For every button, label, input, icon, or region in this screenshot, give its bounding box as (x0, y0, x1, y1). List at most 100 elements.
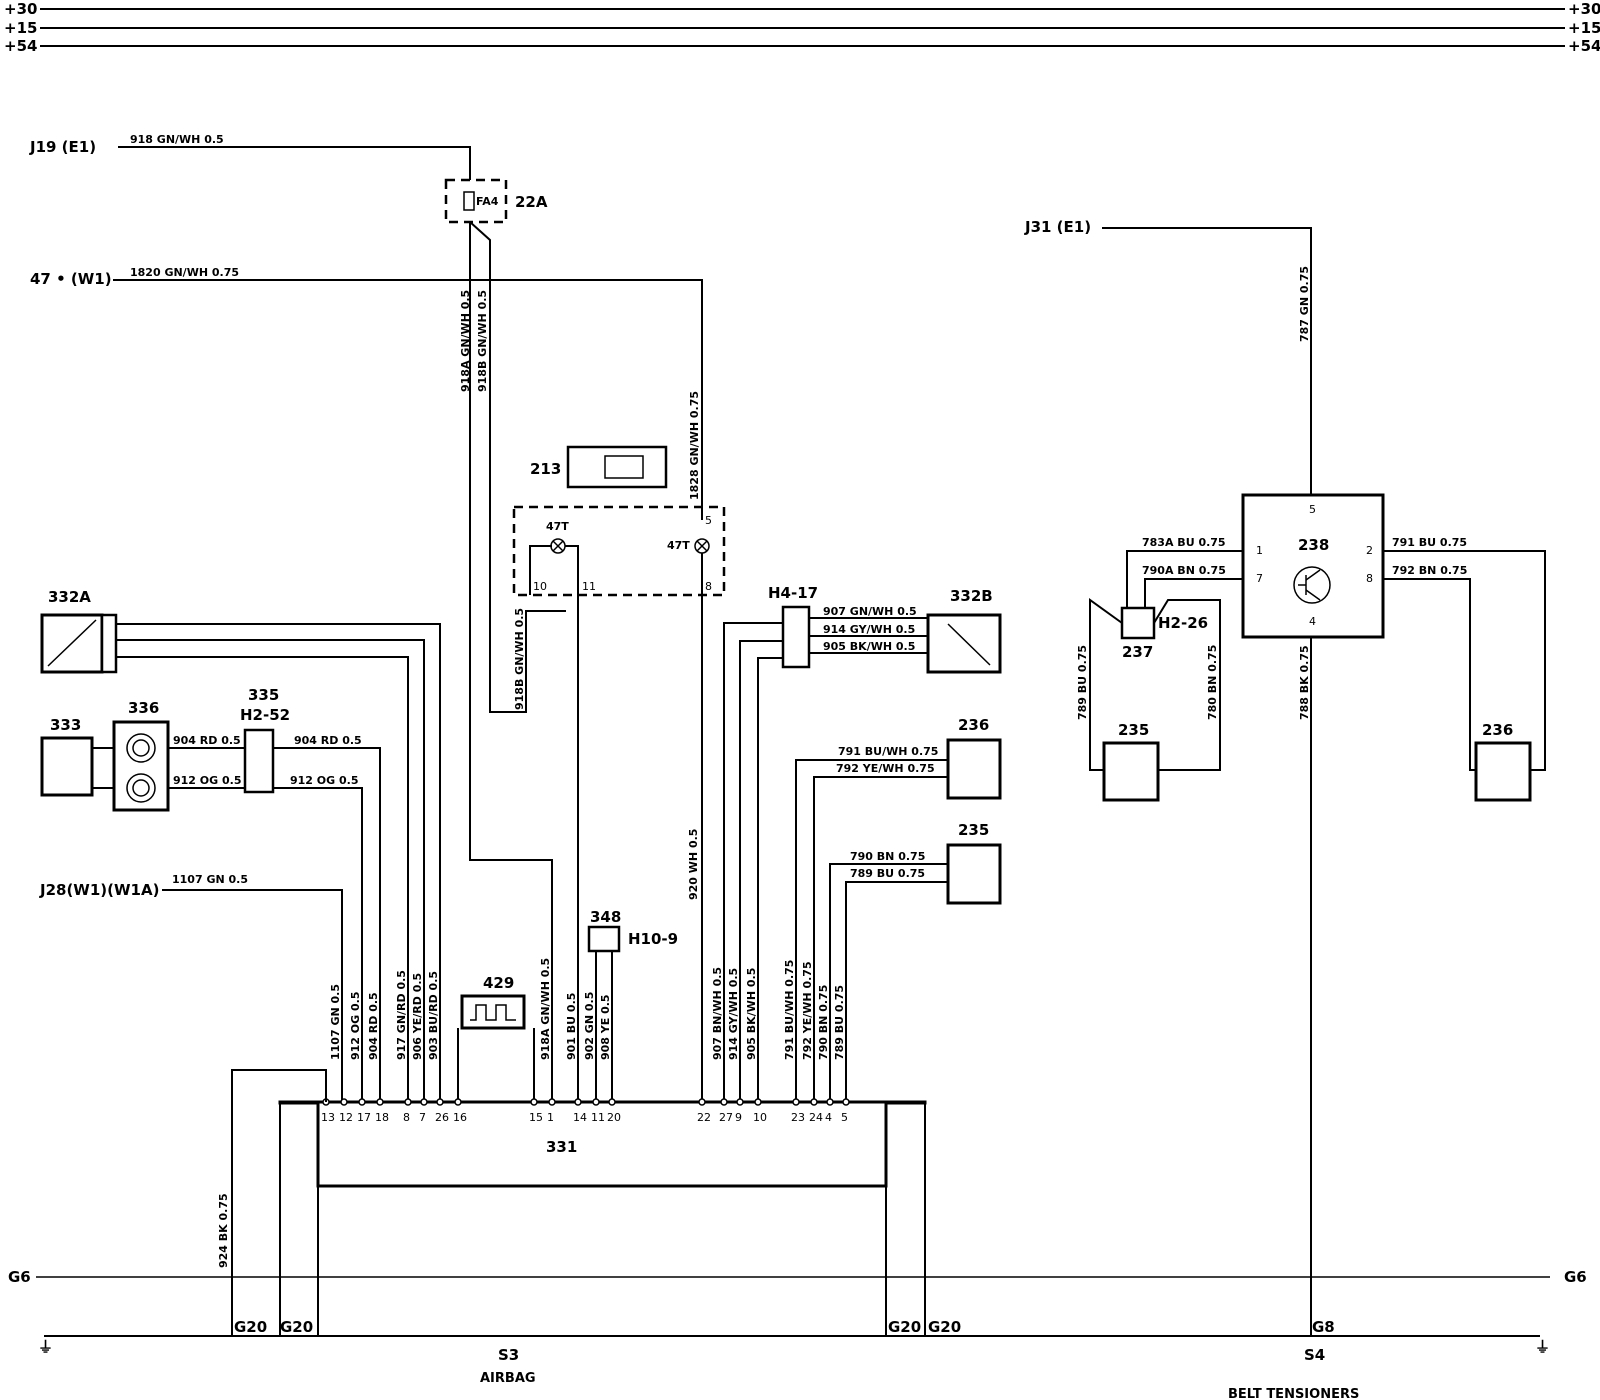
wire-905: 905 BK/WH 0.5 (823, 640, 915, 653)
module-331-pin: 8 (403, 1111, 410, 1124)
wire-918b: 918B GN/WH 0.5 (476, 290, 489, 392)
svg-text:1107 GN 0.5: 1107 GN 0.5 (329, 984, 342, 1060)
connector-h2-52-box (243, 728, 275, 794)
pin-dot (792, 1098, 800, 1106)
pin-dot (842, 1098, 850, 1106)
rail-30-right: +30 (1568, 0, 1600, 18)
pin-dot (548, 1098, 556, 1106)
module-331-pin: 9 (735, 1111, 742, 1124)
wire-792-right: 792 BN 0.75 (1392, 564, 1467, 577)
ground-g20-2: G20 (280, 1318, 313, 1336)
caption-belt-tensioners: BELT TENSIONERS (1228, 1387, 1359, 1400)
pin-dot (376, 1098, 384, 1106)
module-331-pin: 16 (453, 1111, 467, 1124)
module-331-pin: 17 (357, 1111, 371, 1124)
pin-dot (754, 1098, 762, 1106)
svg-text:791 BU/WH 0.75: 791 BU/WH 0.75 (783, 960, 796, 1060)
pin-10: 10 (533, 580, 547, 593)
wire-907: 907 GN/WH 0.5 (823, 605, 917, 618)
module-331-pin: 13 (321, 1111, 335, 1124)
wire-914: 914 GY/WH 0.5 (823, 623, 915, 636)
connector-j31: J31 (E1) (1024, 218, 1091, 236)
switch-213-icon (604, 455, 644, 479)
wire-920: 920 WH 0.5 (687, 829, 700, 900)
sensor-332b (926, 613, 1002, 674)
module-331-pin: 10 (753, 1111, 767, 1124)
svg-text:790 BN 0.75: 790 BN 0.75 (817, 985, 830, 1060)
component-236-b: 236 (1482, 721, 1513, 739)
connector-h10-9: H10-9 (628, 930, 678, 948)
lamp-label-1: 47T (546, 520, 569, 533)
component-429: 429 (483, 974, 514, 992)
module-331-pin: 14 (573, 1111, 587, 1124)
svg-text:904 RD 0.5: 904 RD 0.5 (367, 992, 380, 1060)
rail-54-left: +54 (4, 37, 37, 55)
ground-g6-left: G6 (8, 1268, 31, 1286)
pin-dot (592, 1098, 600, 1106)
ground-g6-right: G6 (1564, 1268, 1587, 1286)
squib-333 (40, 736, 94, 797)
component-213: 213 (530, 460, 561, 478)
svg-text:5: 5 (1309, 503, 1316, 516)
component-235-a: 235 (958, 821, 989, 839)
connector-h2-26-box (1120, 606, 1156, 640)
fuse-fa4: FA4 (476, 195, 499, 208)
svg-text:903 BU/RD 0.5: 903 BU/RD 0.5 (427, 971, 440, 1060)
rail-30-left: +30 (4, 0, 37, 18)
wire-918b-lower: 918B GN/WH 0.5 (513, 608, 526, 710)
module-331-pin: 1 (547, 1111, 554, 1124)
wire-918a: 918A GN/WH 0.5 (459, 290, 472, 392)
module-331-pin: 23 (791, 1111, 805, 1124)
wire-788: 788 BK 0.75 (1298, 645, 1311, 720)
component-332b: 332B (950, 587, 993, 605)
wire-790: 790 BN 0.75 (850, 850, 925, 863)
svg-text:902 GN 0.5: 902 GN 0.5 (583, 992, 596, 1060)
component-331: 331 (546, 1138, 577, 1156)
pin-dot (608, 1098, 616, 1106)
connector-h2-26: H2-26 (1158, 614, 1208, 632)
fuse-box-22a (444, 178, 508, 224)
module-331-pin: 12 (339, 1111, 353, 1124)
wire-789: 789 BU 0.75 (850, 867, 925, 880)
pin-dot (826, 1098, 834, 1106)
wire-780-vertical: 780 BN 0.75 (1206, 645, 1219, 720)
module-331-pin: 22 (697, 1111, 711, 1124)
component-237: 237 (1122, 643, 1153, 661)
control-module-331 (316, 1100, 888, 1188)
wire-791-bu-wh: 791 BU/WH 0.75 (838, 745, 938, 758)
pin-dot (720, 1098, 728, 1106)
pin-dot (358, 1098, 366, 1106)
wire-789-vertical: 789 BU 0.75 (1076, 645, 1089, 720)
pin-dot (736, 1098, 744, 1106)
caption-airbag: AIRBAG (480, 1371, 536, 1386)
svg-text:1: 1 (1256, 544, 1263, 557)
wire-791-right: 791 BU 0.75 (1392, 536, 1467, 549)
ground-g20-3: G20 (888, 1318, 921, 1336)
wire-1820: 1820 GN/WH 0.75 (130, 266, 239, 279)
rail-15-right: +15 (1568, 19, 1600, 37)
module-331-pin: 27 (719, 1111, 733, 1124)
wire-783a: 783A BU 0.75 (1142, 536, 1226, 549)
svg-text:⏚: ⏚ (38, 1338, 53, 1356)
pin-dot (530, 1098, 538, 1106)
wire-792-ye-wh: 792 YE/WH 0.75 (836, 762, 935, 775)
module-331-pin: 11 (591, 1111, 605, 1124)
svg-text:906 YE/RD 0.5: 906 YE/RD 0.5 (411, 973, 424, 1060)
wire-1107: 1107 GN 0.5 (172, 873, 248, 886)
rail-15-left: +15 (4, 19, 37, 37)
ground-g20-4: G20 (928, 1318, 961, 1336)
vertical-wire-labels: 1107 GN 0.5 912 OG 0.5 904 RD 0.5 917 GN… (329, 958, 846, 1060)
wire-912-left: 912 OG 0.5 (173, 774, 242, 787)
svg-text:789 BU 0.75: 789 BU 0.75 (833, 985, 846, 1060)
module-331-pin: 18 (375, 1111, 389, 1124)
svg-text:7: 7 (1256, 572, 1263, 585)
pin-dot (698, 1098, 706, 1106)
instrument-panel-dashed (512, 505, 726, 597)
connector-h4-17-box (781, 605, 811, 669)
component-235-b: 235 (1118, 721, 1149, 739)
module-331-pin: 5 (841, 1111, 848, 1124)
component-335: 335 (248, 686, 279, 704)
pretensioner-235-a (946, 843, 1002, 905)
